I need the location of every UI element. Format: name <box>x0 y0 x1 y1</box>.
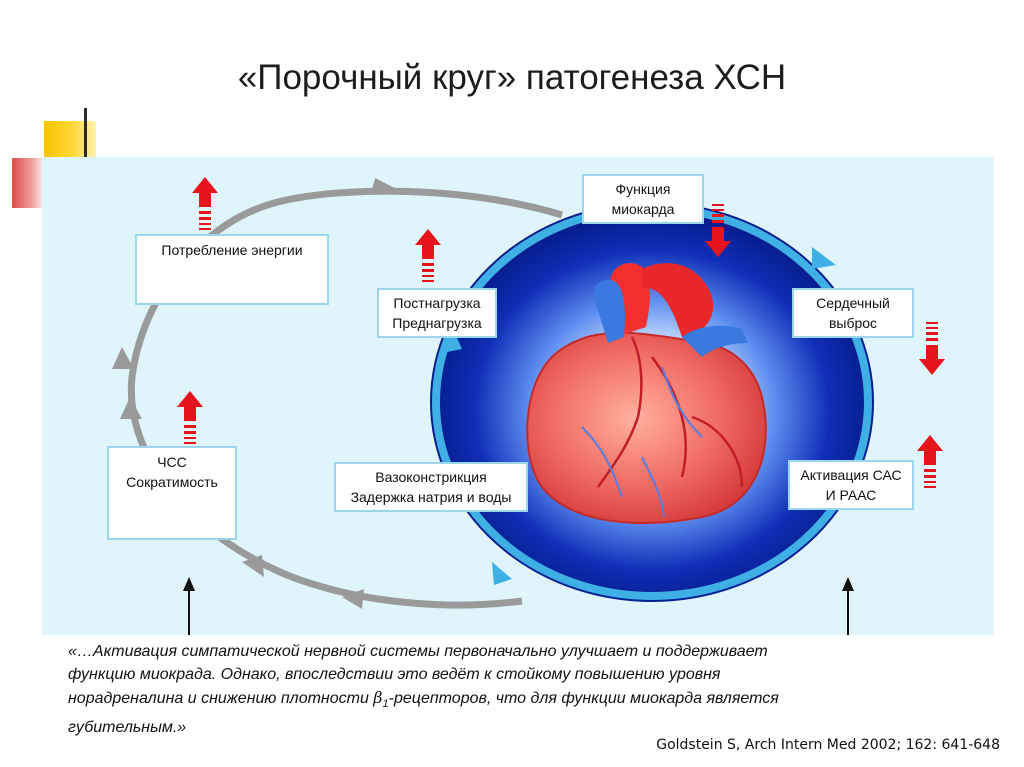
box-output-line2: выброс <box>794 313 912 333</box>
decrease-arrow-cardiac-output <box>919 322 945 375</box>
quote-line-3: норадреналина и снижению плотности β1-ре… <box>68 686 948 716</box>
box-hr-line2: Сократимость <box>109 472 235 492</box>
slide-title: «Порочный круг» патогенеза ХСН <box>0 58 1024 98</box>
decor-yellow-block <box>44 121 96 159</box>
quote-block: «…Активация симпатической нервной систем… <box>68 640 948 739</box>
increase-arrow-sas <box>917 435 943 488</box>
box-hr-contractility: ЧСС Сократимость <box>107 446 237 540</box>
input-arrow-right <box>842 577 854 635</box>
box-sas-line1: Активация САС <box>790 465 912 485</box>
increase-arrow-energy <box>192 177 218 230</box>
quote-line-4: губительным.» <box>68 716 948 739</box>
increase-arrow-afterload <box>415 229 441 282</box>
box-afterload-line1: Постнагрузка <box>379 293 495 313</box>
box-vaso-line1: Вазоконстрикция <box>336 467 526 487</box>
box-sas-raas: Активация САС И РААС <box>788 460 914 510</box>
citation: Goldstein S, Arch Intern Med 2002; 162: … <box>656 737 1000 753</box>
input-arrow-left <box>183 577 195 635</box>
quote-line-3-b: -рецепторов, что для функции миокарда яв… <box>389 690 779 707</box>
decor-vertical-line <box>84 108 87 160</box>
quote-line-3-a: норадреналина и снижению плотности <box>68 690 373 707</box>
increase-arrow-hr <box>177 391 203 444</box>
box-afterload-preload: Постнагрузка Преднагрузка <box>377 288 497 338</box>
box-myocardial-line1: Функция <box>584 179 702 199</box>
box-hr-line1: ЧСС <box>109 452 235 472</box>
box-output-line1: Сердечный <box>794 293 912 313</box>
beta-symbol: β <box>373 688 382 707</box>
box-energy-consumption: Потребление энергии <box>135 234 329 305</box>
quote-line-1: «…Активация симпатической нервной систем… <box>68 640 948 663</box>
decor-pink-block <box>12 158 46 208</box>
box-afterload-line2: Преднагрузка <box>379 313 495 333</box>
box-myocardial-line2: миокарда <box>584 199 702 219</box>
box-vasoconstriction: Вазоконстрикция Задержка натрия и воды <box>334 462 528 512</box>
box-energy-line1: Потребление энергии <box>137 240 327 260</box>
quote-line-2: функцию миокрада. Однако, впоследствии э… <box>68 663 948 686</box>
box-cardiac-output: Сердечный выброс <box>792 288 914 338</box>
box-vaso-line2: Задержка натрия и воды <box>336 487 526 507</box>
box-myocardial-function: Функция миокарда <box>582 174 704 224</box>
box-sas-line2: И РААС <box>790 485 912 505</box>
vicious-circle-diagram <box>42 157 994 635</box>
